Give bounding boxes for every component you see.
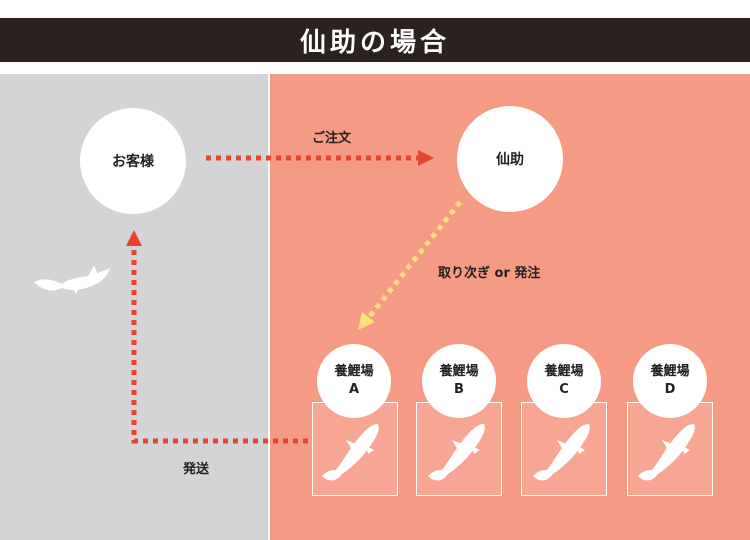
order-arrowhead [418, 150, 434, 166]
relay-arrowhead [358, 312, 375, 330]
page-title: 仙助の場合 [299, 27, 450, 58]
farm-d-letter: D [664, 382, 676, 397]
sensuke-label: 仙助 [496, 152, 524, 168]
relay-arrow-line [368, 200, 462, 318]
order-label: ご注文 [312, 131, 352, 146]
farm-d-node: 養鯉場 D [633, 344, 707, 418]
koi-icon [638, 424, 695, 481]
koi-icon [428, 424, 485, 481]
customer-label: お客様 [112, 154, 154, 170]
title-bar: 仙助の場合 [0, 18, 750, 62]
koi-icon [34, 266, 110, 294]
farm-b-letter: B [454, 382, 464, 397]
shipping-arrowhead [126, 230, 142, 246]
sensuke-node: 仙助 [457, 106, 563, 212]
farm-a-letter: A [348, 382, 360, 397]
farm-b-node: 養鯉場 B [422, 344, 496, 418]
shipping-arrow-line [131, 246, 308, 444]
farm-a-name: 養鯉場 [334, 364, 374, 379]
farm-b-name: 養鯉場 [439, 364, 479, 379]
customer-node: お客様 [80, 108, 186, 214]
relay-label: 取り次ぎ or 発注 [438, 266, 541, 281]
farm-a-node: 養鯉場 A [317, 344, 391, 418]
shipping-label: 発送 [183, 462, 210, 477]
farm-c-letter: C [559, 382, 569, 397]
koi-icon [322, 424, 379, 481]
farm-d-name: 養鯉場 [650, 364, 690, 379]
farm-c-name: 養鯉場 [544, 364, 584, 379]
farm-c-node: 養鯉場 C [527, 344, 601, 418]
koi-icon [533, 424, 590, 481]
